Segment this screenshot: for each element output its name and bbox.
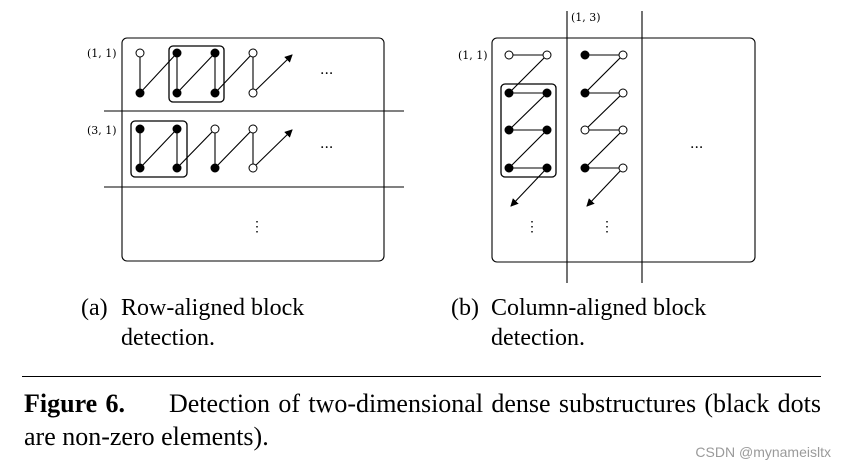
nonzero-element [580,88,590,98]
panel-b-label-1-3: (1, 3) [571,11,601,24]
panel-b-caption-tag: (b) [451,295,479,321]
nonzero-element [504,125,514,135]
panel-a-matrix-frame [121,37,385,262]
panel-a-scan-path [139,127,254,170]
panel-b-caption-line1: Column-aligned block [491,295,707,321]
panel-b-ellipsis-down: ⋮ [525,219,539,235]
zero-element [618,125,628,135]
zero-element [210,124,220,134]
nonzero-element [504,88,514,98]
panel-b-scan-arrow [510,167,548,207]
zero-element [618,88,628,98]
panel-a-scan-path [139,51,254,95]
panel-b-diagram [491,11,756,283]
zero-element [618,50,628,60]
nonzero-element [172,88,182,98]
nonzero-element [172,163,182,173]
nonzero-element [172,48,182,58]
panel-b-matrix-frame [491,37,756,263]
nonzero-element [210,163,220,173]
nonzero-element [542,163,552,173]
panel-a-dense-block [130,120,188,178]
panel-a-elements [135,48,258,173]
caption-rule [22,376,821,377]
nonzero-element [172,124,182,134]
nonzero-element [135,88,145,98]
nonzero-element [135,163,145,173]
panel-b-caption-line2: detection. [491,325,585,351]
panel-a-ellipsis-down: ⋮ [250,219,264,235]
panel-b-label-1-1: (1, 1) [458,49,488,62]
panel-a-ellipsis-right: ··· [320,140,333,156]
zero-element [504,50,514,60]
zero-element [580,125,590,135]
panel-b-dense-block [500,83,557,178]
nonzero-element [504,163,514,173]
panel-a-diagram [104,37,404,262]
panel-b-ellipsis-down: ⋮ [600,219,614,235]
panel-a-dense-block [168,45,225,103]
panel-a-label-3-1: (3, 1) [87,124,117,137]
figure-diagram: (1, 1) (3, 1) ··· ··· ⋮ [87,11,756,283]
nonzero-element [580,50,590,60]
zero-element [135,48,145,58]
nonzero-element [210,48,220,58]
zero-element [248,48,258,58]
panel-b-scan-arrow [586,167,624,207]
nonzero-element [580,163,590,173]
zero-element [248,88,258,98]
panel-b-elements [504,50,628,173]
nonzero-element [542,125,552,135]
figure-caption-text: Detection of two-dimensional dense subst… [24,389,821,451]
figure-caption-label: Figure 6. [24,389,125,418]
panel-b-ellipsis-right: ··· [690,140,703,156]
zero-element [248,163,258,173]
zero-element [542,50,552,60]
panel-a-ellipsis-right: ··· [320,66,333,82]
panel-a-scan-arrow [252,129,293,169]
watermark: CSDN @mynameisltx [695,444,831,460]
panel-a-label-1-1: (1, 1) [87,47,117,60]
figure-caption: Figure 6.Detection of two-dimensional de… [24,387,821,453]
panel-a-caption-tag: (a) [81,295,108,321]
panel-a-caption-line1: Row-aligned block [121,295,305,321]
panel-a-caption-line2: detection. [121,325,215,351]
zero-element [248,124,258,134]
zero-element [618,163,628,173]
nonzero-element [210,88,220,98]
panel-b-scan-path [583,54,625,169]
nonzero-element [135,124,145,134]
nonzero-element [542,88,552,98]
panel-a-scan-arrow [252,54,293,94]
panel-b-scan-path [507,54,549,169]
